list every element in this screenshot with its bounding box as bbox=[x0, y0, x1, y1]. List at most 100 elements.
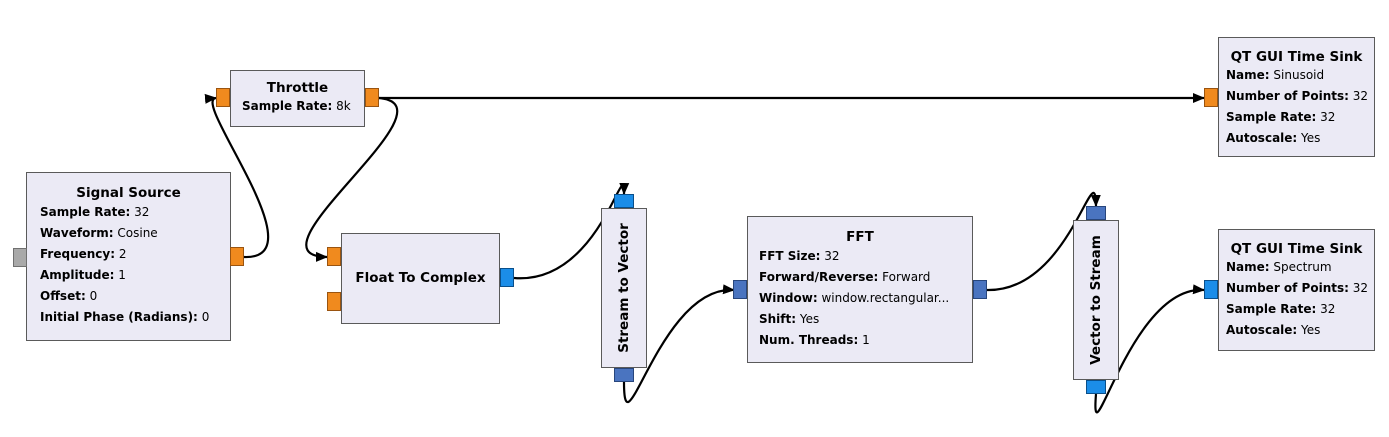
param-row: Sample Rate: 8k bbox=[242, 96, 364, 117]
param-value: Yes bbox=[1301, 323, 1321, 337]
param-row: Forward/Reverse: Forward bbox=[759, 267, 972, 288]
param-value: 0 bbox=[89, 289, 98, 303]
param-value: 2 bbox=[118, 247, 127, 261]
param-key: Autoscale: bbox=[1226, 323, 1298, 337]
param-row: Number of Points: 32 bbox=[1226, 86, 1374, 107]
param-value: 1 bbox=[862, 333, 870, 347]
param-row: Name: Spectrum bbox=[1226, 257, 1374, 278]
param-row: Amplitude: 1 bbox=[40, 265, 230, 286]
param-key: Number of Points: bbox=[1226, 89, 1349, 103]
param-value: Yes bbox=[1301, 131, 1321, 145]
block-stream-to-vector[interactable]: Stream to Vector bbox=[601, 208, 647, 368]
float-input-port-imag[interactable] bbox=[327, 292, 341, 311]
wire-source-to-throttle bbox=[204, 93, 270, 259]
float-output-port[interactable] bbox=[230, 247, 244, 266]
param-key: Frequency: bbox=[40, 247, 116, 261]
vector-input-port[interactable] bbox=[1086, 206, 1106, 220]
param-row: FFT Size: 32 bbox=[759, 246, 972, 267]
float-input-port[interactable] bbox=[216, 88, 230, 107]
param-value: 32 bbox=[1320, 302, 1336, 316]
param-key: Amplitude: bbox=[40, 268, 115, 282]
param-row: Sample Rate: 32 bbox=[1226, 107, 1374, 128]
block-vector-to-stream[interactable]: Vector to Stream bbox=[1073, 220, 1119, 380]
float-input-port-real[interactable] bbox=[327, 247, 341, 266]
param-value: 0 bbox=[201, 310, 210, 324]
param-value: 32 bbox=[1352, 89, 1369, 103]
param-key: Forward/Reverse: bbox=[759, 270, 879, 284]
param-key: Sample Rate: bbox=[40, 205, 131, 219]
param-value: 32 bbox=[1352, 281, 1369, 295]
param-value: window.rectangular... bbox=[821, 291, 950, 305]
param-key: Sample Rate: bbox=[1226, 110, 1317, 124]
param-row: Initial Phase (Radians): 0 bbox=[40, 307, 230, 328]
param-key: Offset: bbox=[40, 289, 86, 303]
block-title: Throttle bbox=[266, 80, 329, 96]
param-row: Number of Points: 32 bbox=[1226, 278, 1374, 299]
param-key: Sample Rate: bbox=[242, 99, 333, 113]
wire-throttle-to-f2c bbox=[305, 96, 399, 262]
param-row: Frequency: 2 bbox=[40, 244, 230, 265]
wire-fft-to-v2s bbox=[986, 191, 1101, 292]
complex-input-port[interactable] bbox=[1204, 280, 1218, 299]
param-value: 32 bbox=[134, 205, 150, 219]
block-title: QT GUI Time Sink bbox=[1230, 49, 1363, 65]
param-value: Spectrum bbox=[1273, 260, 1332, 274]
block-params: Sample Rate: 8k bbox=[231, 96, 364, 117]
param-value: 1 bbox=[118, 268, 126, 282]
param-key: Number of Points: bbox=[1226, 281, 1349, 295]
complex-output-port[interactable] bbox=[1086, 380, 1106, 394]
float-input-port[interactable] bbox=[1204, 88, 1218, 107]
block-title: Float To Complex bbox=[355, 270, 486, 286]
param-key: Waveform: bbox=[40, 226, 114, 240]
param-key: Name: bbox=[1226, 260, 1270, 274]
complex-output-port[interactable] bbox=[500, 268, 514, 287]
block-title: Signal Source bbox=[76, 185, 181, 201]
param-row: Sample Rate: 32 bbox=[40, 202, 230, 223]
vector-output-port[interactable] bbox=[614, 368, 634, 382]
param-row: Num. Threads: 1 bbox=[759, 330, 972, 351]
wire-v2s-to-sink2 bbox=[1094, 284, 1205, 414]
param-row: Sample Rate: 32 bbox=[1226, 299, 1374, 320]
param-key: Autoscale: bbox=[1226, 131, 1298, 145]
param-value: 8k bbox=[336, 99, 351, 113]
param-row: Waveform: Cosine bbox=[40, 223, 230, 244]
param-row: Shift: Yes bbox=[759, 309, 972, 330]
param-key: Name: bbox=[1226, 68, 1270, 82]
block-title: Vector to Stream bbox=[1088, 235, 1104, 365]
param-value: Sinusoid bbox=[1273, 68, 1325, 82]
complex-input-port[interactable] bbox=[614, 194, 634, 208]
param-key: Window: bbox=[759, 291, 818, 305]
param-row: Window: window.rectangular... bbox=[759, 288, 972, 309]
param-key: Shift: bbox=[759, 312, 797, 326]
param-value: Cosine bbox=[117, 226, 158, 240]
param-value: Forward bbox=[882, 270, 931, 284]
float-output-port[interactable] bbox=[365, 88, 379, 107]
param-key: Initial Phase (Radians): bbox=[40, 310, 198, 324]
param-value: 32 bbox=[1320, 110, 1336, 124]
block-title: FFT bbox=[846, 229, 874, 245]
vector-output-port[interactable] bbox=[973, 280, 987, 299]
block-title: QT GUI Time Sink bbox=[1230, 241, 1363, 257]
block-float-to-complex[interactable]: Float To Complex bbox=[341, 233, 500, 324]
vector-input-port[interactable] bbox=[733, 280, 747, 299]
param-key: FFT Size: bbox=[759, 249, 821, 263]
param-row: Offset: 0 bbox=[40, 286, 230, 307]
block-throttle[interactable]: Throttle Sample Rate: 8k bbox=[230, 70, 365, 127]
param-key: Num. Threads: bbox=[759, 333, 859, 347]
wire-s2v-to-fft bbox=[622, 284, 735, 403]
param-row: Autoscale: Yes bbox=[1226, 128, 1374, 149]
param-row: Name: Sinusoid bbox=[1226, 65, 1374, 86]
param-value: 32 bbox=[824, 249, 840, 263]
message-input-port[interactable] bbox=[13, 248, 27, 267]
param-key: Sample Rate: bbox=[1226, 302, 1317, 316]
param-value: Yes bbox=[799, 312, 820, 326]
